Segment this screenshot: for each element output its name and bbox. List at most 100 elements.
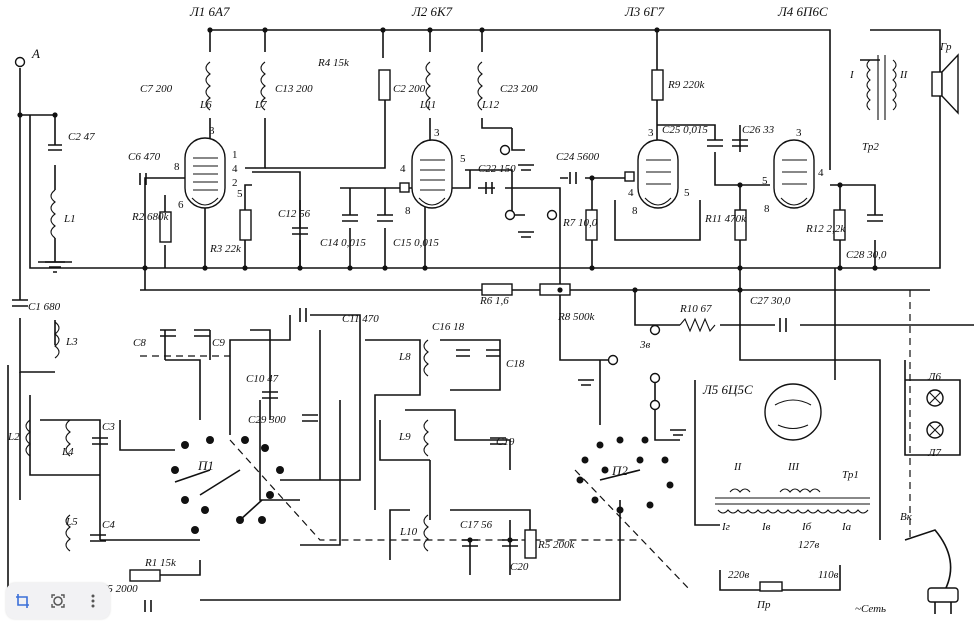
cap-label: C26 33 bbox=[742, 124, 775, 136]
tube-label-l2: Л2 6К7 bbox=[411, 4, 453, 19]
winding-label: I bbox=[849, 69, 855, 81]
coil-label: L6 bbox=[199, 99, 212, 111]
cap-label: C24 5600 bbox=[556, 151, 600, 163]
lamp-label: Л6 bbox=[927, 371, 941, 383]
mains-plug-icon bbox=[904, 529, 959, 614]
res-label: R6 1,6 bbox=[479, 295, 509, 307]
terminal-label: 3в bbox=[639, 339, 651, 351]
cap-label: C1 680 bbox=[28, 301, 61, 313]
cap-label: C15 0,015 bbox=[393, 237, 439, 249]
pin-label: 8 bbox=[174, 161, 180, 173]
cap-label: C7 200 bbox=[140, 83, 173, 95]
more-icon[interactable] bbox=[80, 588, 106, 614]
power-transformer bbox=[715, 488, 870, 514]
cap-label: C17 56 bbox=[460, 519, 493, 531]
cap-label: C27 30,0 bbox=[750, 295, 791, 307]
cap-label: C23 200 bbox=[500, 83, 538, 95]
coils bbox=[25, 61, 483, 552]
cap-label: C4 bbox=[102, 519, 115, 531]
cap-label: C2 200 bbox=[393, 83, 426, 95]
coil-label: L5 bbox=[65, 516, 78, 528]
switch-label: П2 bbox=[611, 463, 628, 478]
mains-label: ~Сеть bbox=[855, 603, 886, 615]
cap-label: C18 bbox=[506, 358, 525, 370]
fuse-label: Пр bbox=[756, 599, 771, 611]
terminal-rings bbox=[14, 56, 661, 411]
pin-label: 4 bbox=[232, 163, 238, 175]
tap-label: 127в bbox=[798, 539, 820, 551]
cap-label: C8 bbox=[133, 337, 146, 349]
cap-label: C29 300 bbox=[248, 414, 286, 426]
tube-l4 bbox=[773, 139, 815, 209]
tube-label-l4: Л4 6П6С bbox=[777, 4, 828, 19]
speaker-icon bbox=[931, 53, 959, 115]
tube-l5 bbox=[764, 383, 822, 441]
tube-l1 bbox=[184, 137, 226, 209]
winding-label: Iб bbox=[801, 521, 812, 533]
winding-label: Iг bbox=[721, 521, 731, 533]
res-label: R11 470k bbox=[704, 213, 747, 225]
pin-label: 3 bbox=[209, 125, 215, 137]
ground-icons bbox=[45, 164, 686, 436]
coil-label: L12 bbox=[481, 99, 500, 111]
lens-icon[interactable] bbox=[45, 588, 71, 614]
coil-label: L1 bbox=[63, 213, 76, 225]
pin-label: 4 bbox=[628, 187, 634, 199]
junction-dots bbox=[17, 27, 878, 543]
pin-label: 3 bbox=[648, 127, 654, 139]
res-label: R8 500k bbox=[557, 311, 595, 323]
coil-label: L2 bbox=[7, 431, 20, 443]
pin-label: 3 bbox=[796, 127, 802, 139]
res-label: R2 680k bbox=[131, 211, 169, 223]
wiring bbox=[7, 29, 974, 601]
cap-label: C25 0,015 bbox=[662, 124, 708, 136]
pin-label: 5 bbox=[762, 175, 768, 187]
coil-label: L8 bbox=[398, 351, 411, 363]
output-transformer bbox=[866, 55, 897, 120]
tube-label-l3: Л3 6Г7 bbox=[624, 4, 664, 19]
coil-label: L3 bbox=[65, 336, 78, 348]
res-label: R10 67 bbox=[679, 303, 712, 315]
winding-label: II bbox=[899, 69, 909, 81]
coil-label: L11 bbox=[419, 99, 436, 111]
speaker-label: Гр bbox=[939, 41, 952, 53]
pin-label: 3 bbox=[434, 127, 440, 139]
crop-icon[interactable] bbox=[10, 588, 36, 614]
cap-label: C28 30,0 bbox=[846, 249, 887, 261]
winding-label: II bbox=[733, 461, 743, 473]
switch-label: Вк bbox=[900, 511, 913, 523]
winding-label: Iв bbox=[761, 521, 771, 533]
res-label: R1 15k bbox=[144, 557, 177, 569]
cap-label: C19 bbox=[496, 436, 515, 448]
coil-label: L9 bbox=[398, 431, 411, 443]
winding-label: III bbox=[787, 461, 800, 473]
cap-label: C2 47 bbox=[68, 131, 95, 143]
band-switch-p1 bbox=[171, 436, 284, 534]
cap-label: C6 470 bbox=[128, 151, 161, 163]
res-label: R4 15k bbox=[317, 57, 350, 69]
cap-label: C20 bbox=[510, 561, 529, 573]
lamp-label: Л7 bbox=[927, 447, 941, 459]
cap-label: C22 150 bbox=[478, 163, 516, 175]
resistor-bodies bbox=[129, 69, 846, 582]
tube-label-l1: Л1 6А7 bbox=[189, 4, 230, 19]
pin-label: 5 bbox=[237, 188, 243, 200]
winding-label: Iа bbox=[841, 521, 852, 533]
fuse-icon bbox=[719, 565, 841, 592]
cap-label: C13 200 bbox=[275, 83, 313, 95]
res-label: R12 2,2k bbox=[805, 223, 846, 235]
pin-label: 5 bbox=[460, 153, 466, 165]
res-label: R3 22k bbox=[209, 243, 242, 255]
pin-label: 8 bbox=[632, 205, 638, 217]
res-label: R9 220k bbox=[667, 79, 705, 91]
pin-label: 8 bbox=[405, 205, 411, 217]
tube-label-l5: Л5 6Ц5С bbox=[702, 382, 753, 397]
antenna-label: А bbox=[31, 46, 40, 61]
pin-label: 2 bbox=[232, 177, 238, 189]
res-label: R5 200k bbox=[537, 539, 575, 551]
tube-l2 bbox=[411, 139, 453, 209]
tap-label: 220в bbox=[728, 569, 750, 581]
pin-label: 1 bbox=[232, 149, 238, 161]
cap-label: C9 bbox=[212, 337, 225, 349]
